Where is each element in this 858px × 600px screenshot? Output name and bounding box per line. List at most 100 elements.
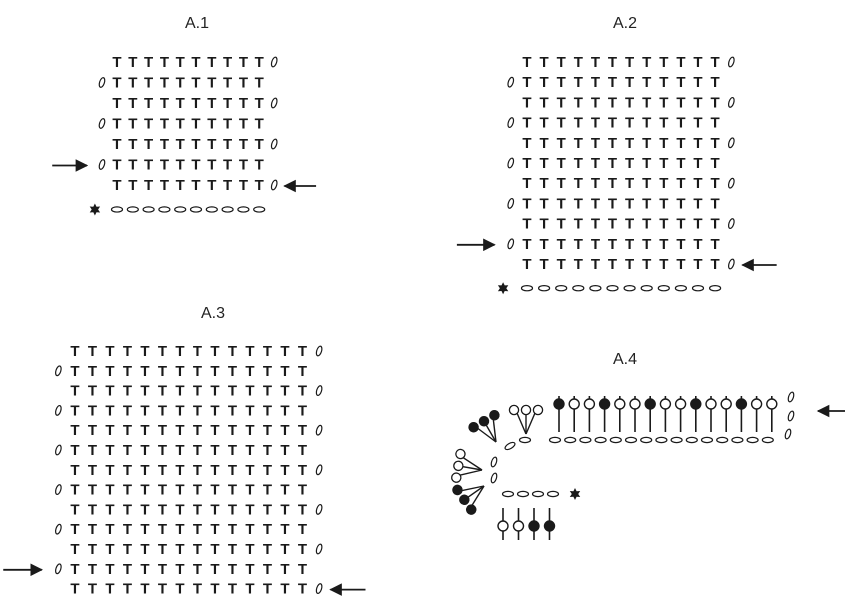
treble-stitch-icon: T — [591, 216, 600, 233]
turning-chain-icon — [55, 484, 62, 496]
treble-stitch-icon: T — [112, 136, 121, 153]
treble-stitch-icon: T — [105, 541, 114, 558]
treble-stitch-icon: T — [711, 175, 720, 192]
treble-stitch-icon: T — [123, 541, 132, 558]
treble-stitch-icon: T — [239, 157, 248, 174]
treble-stitch-icon: T — [140, 581, 149, 598]
treble-stitch-icon: T — [144, 75, 153, 92]
treble-stitch-icon: T — [175, 541, 184, 558]
post-white-icon — [629, 398, 641, 410]
post-white-icon — [614, 398, 626, 410]
treble-stitch-icon: T — [245, 541, 254, 558]
chain-icon — [623, 284, 636, 292]
fan-group — [451, 448, 483, 483]
treble-stitch-icon: T — [140, 442, 149, 459]
treble-stitch-icon: T — [298, 343, 307, 360]
treble-stitch-icon: T — [625, 135, 634, 152]
treble-stitch-icon: T — [676, 135, 685, 152]
treble-stitch-icon: T — [608, 135, 617, 152]
treble-stitch-icon: T — [158, 383, 167, 400]
turning-chain-icon — [787, 410, 795, 422]
treble-stitch-icon: T — [280, 363, 289, 380]
treble-stitch-icon: T — [263, 363, 272, 380]
treble-stitch-icon: T — [228, 402, 237, 419]
treble-stitch-icon: T — [70, 363, 79, 380]
turning-chain-icon — [98, 118, 106, 129]
treble-stitch-icon: T — [123, 501, 132, 518]
treble-stitch-icon: T — [711, 256, 720, 273]
treble-stitch-icon: T — [591, 74, 600, 91]
treble-stitch-icon: T — [642, 175, 651, 192]
treble-stitch-icon: T — [693, 135, 702, 152]
treble-stitch-icon: T — [88, 462, 97, 479]
treble-stitch-icon: T — [522, 256, 531, 273]
treble-stitch-icon: T — [175, 581, 184, 598]
treble-stitch-icon: T — [659, 54, 668, 71]
treble-stitch-icon: T — [711, 115, 720, 132]
treble-stitch-icon: T — [263, 343, 272, 360]
treble-stitch-icon: T — [207, 54, 216, 71]
treble-stitch-icon: T — [88, 482, 97, 499]
treble-stitch-icon: T — [105, 482, 114, 499]
chain-icon — [572, 284, 585, 292]
treble-stitch-icon: T — [298, 363, 307, 380]
treble-stitch-icon: T — [245, 442, 254, 459]
treble-stitch-icon: T — [263, 541, 272, 558]
treble-stitch-icon: T — [123, 442, 132, 459]
treble-stitch-icon: T — [70, 383, 79, 400]
treble-stitch-icon: T — [70, 581, 79, 598]
chain-icon — [504, 441, 516, 451]
treble-stitch-icon: T — [557, 216, 566, 233]
chain-icon — [640, 436, 653, 444]
treble-stitch-icon: T — [207, 95, 216, 112]
treble-stitch-icon: T — [191, 177, 200, 194]
treble-stitch-icon: T — [557, 135, 566, 152]
treble-stitch-icon: T — [140, 462, 149, 479]
treble-stitch-icon: T — [160, 95, 169, 112]
treble-stitch-icon: T — [540, 216, 549, 233]
treble-stitch-icon: T — [608, 74, 617, 91]
turning-chain-icon — [507, 238, 515, 250]
post-black-icon — [468, 421, 479, 433]
treble-stitch-icon: T — [608, 216, 617, 233]
treble-stitch-icon: T — [540, 74, 549, 91]
treble-stitch-icon: T — [557, 155, 566, 172]
treble-stitch-icon: T — [128, 75, 137, 92]
turning-chain-icon — [784, 428, 792, 440]
treble-stitch-icon: T — [123, 402, 132, 419]
treble-stitch-icon: T — [522, 236, 531, 253]
treble-stitch-icon: T — [693, 256, 702, 273]
treble-stitch-icon: T — [223, 157, 232, 174]
treble-stitch-icon: T — [210, 501, 219, 518]
treble-stitch-icon: T — [298, 482, 307, 499]
turning-chain-icon — [727, 137, 735, 149]
treble-stitch-icon: T — [608, 236, 617, 253]
chain-icon — [531, 490, 545, 498]
treble-stitch-icon: T — [574, 135, 583, 152]
treble-stitch-icon: T — [193, 462, 202, 479]
chain-icon — [221, 206, 234, 213]
treble-stitch-icon: T — [193, 383, 202, 400]
treble-stitch-icon: T — [280, 541, 289, 558]
treble-stitch-icon: T — [144, 54, 153, 71]
treble-stitch-icon: T — [210, 482, 219, 499]
chain-icon — [594, 436, 607, 444]
chain-icon — [501, 490, 515, 498]
treble-stitch-icon: T — [280, 402, 289, 419]
treble-stitch-icon: T — [228, 383, 237, 400]
treble-stitch-icon: T — [158, 561, 167, 578]
treble-stitch-icon: T — [255, 116, 264, 133]
treble-stitch-icon: T — [175, 343, 184, 360]
treble-stitch-icon: T — [659, 135, 668, 152]
treble-stitch-icon: T — [574, 195, 583, 212]
star-icon — [89, 203, 101, 216]
treble-stitch-icon: T — [574, 256, 583, 273]
treble-stitch-icon: T — [176, 136, 185, 153]
chain-icon — [716, 436, 729, 444]
treble-stitch-icon: T — [642, 195, 651, 212]
treble-stitch-icon: T — [245, 521, 254, 538]
treble-stitch-icon: T — [175, 442, 184, 459]
treble-stitch-icon: T — [540, 155, 549, 172]
